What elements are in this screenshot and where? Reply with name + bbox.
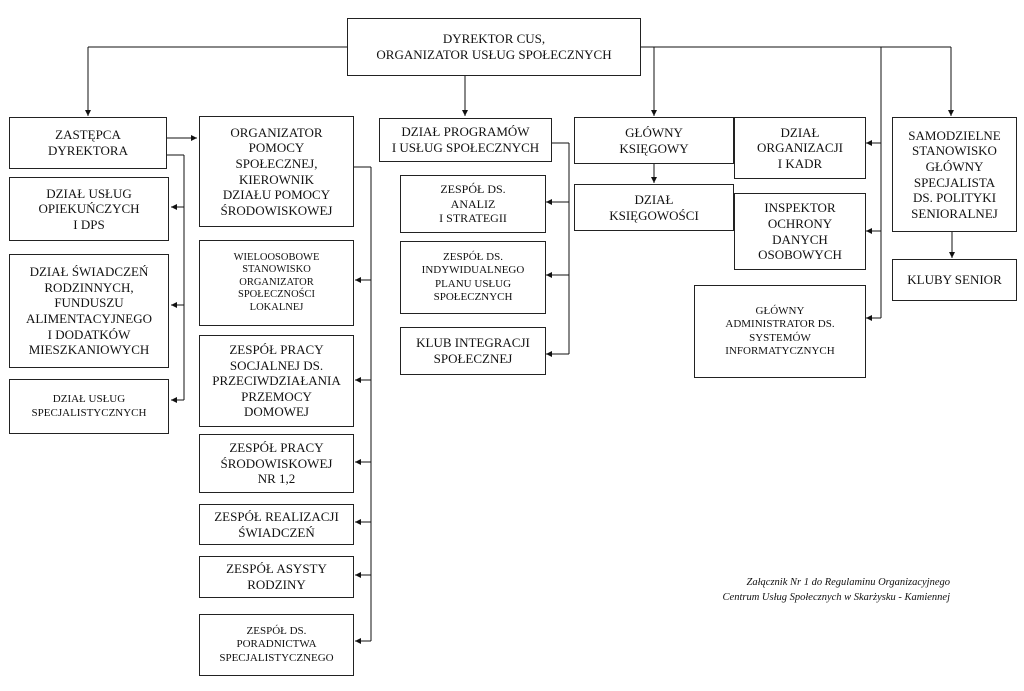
senior-clubs-box: KLUBY SENIOR (892, 259, 1017, 301)
director-box: DYREKTOR CUS, ORGANIZATOR USŁUG SPOŁECZN… (347, 18, 641, 76)
programs-unit-box: KLUB INTEGRACJI SPOŁECZNEJ (400, 327, 546, 375)
footnote-line: Centrum Usług Społecznych w Skarżysku - … (722, 591, 950, 603)
programs-department-box: DZIAŁ PROGRAMÓW I USŁUG SPOŁECZNYCH (379, 118, 552, 162)
organizer-unit-box: ZESPÓŁ ASYSTY RODZINY (199, 556, 354, 598)
organizer-unit-box: ZESPÓŁ DS. PORADNICTWA SPECJALISTYCZNEGO (199, 614, 354, 676)
deputy-unit-box: DZIAŁ USŁUG OPIEKUŃCZYCH I DPS (9, 177, 169, 241)
deputy-director-box: ZASTĘPCA DYREKTORA (9, 117, 167, 169)
organizer-unit-box: ZESPÓŁ REALIZACJI ŚWIADCZEŃ (199, 504, 354, 545)
it-administrator-box: GŁÓWNY ADMINISTRATOR DS. SYSTEMÓW INFORM… (694, 285, 866, 378)
data-protection-inspector-box: INSPEKTOR OCHRONY DANYCH OSOBOWYCH (734, 193, 866, 270)
accounting-department-box: DZIAŁ KSIĘGOWOŚCI (574, 184, 734, 231)
chief-accountant-box: GŁÓWNY KSIĘGOWY (574, 117, 734, 164)
programs-unit-box: ZESPÓŁ DS. ANALIZ I STRATEGII (400, 175, 546, 233)
hr-department-box: DZIAŁ ORGANIZACJI I KADR (734, 117, 866, 179)
footnote-line: Załącznik Nr 1 do Regulaminu Organizacyj… (746, 577, 950, 588)
organizer-unit-box: WIELOOSOBOWE STANOWISKO ORGANIZATOR SPOŁ… (199, 240, 354, 326)
deputy-unit-box: DZIAŁ ŚWIADCZEŃ RODZINNYCH, FUNDUSZU ALI… (9, 254, 169, 368)
annex-footnote: Załącznik Nr 1 do Regulaminu Organizacyj… (723, 576, 950, 605)
deputy-unit-box: DZIAŁ USŁUG SPECJALISTYCZNYCH (9, 379, 169, 434)
social-assistance-organizer-box: ORGANIZATOR POMOCY SPOŁECZNEJ, KIEROWNIK… (199, 116, 354, 227)
organizer-unit-box: ZESPÓŁ PRACY SOCJALNEJ DS. PRZECIWDZIAŁA… (199, 335, 354, 427)
organizer-unit-box: ZESPÓŁ PRACY ŚRODOWISKOWEJ NR 1,2 (199, 434, 354, 493)
senior-policy-specialist-box: SAMODZIELNE STANOWISKO GŁÓWNY SPECJALIST… (892, 117, 1017, 232)
programs-unit-box: ZESPÓŁ DS. INDYWIDUALNEGO PLANU USŁUG SP… (400, 241, 546, 314)
